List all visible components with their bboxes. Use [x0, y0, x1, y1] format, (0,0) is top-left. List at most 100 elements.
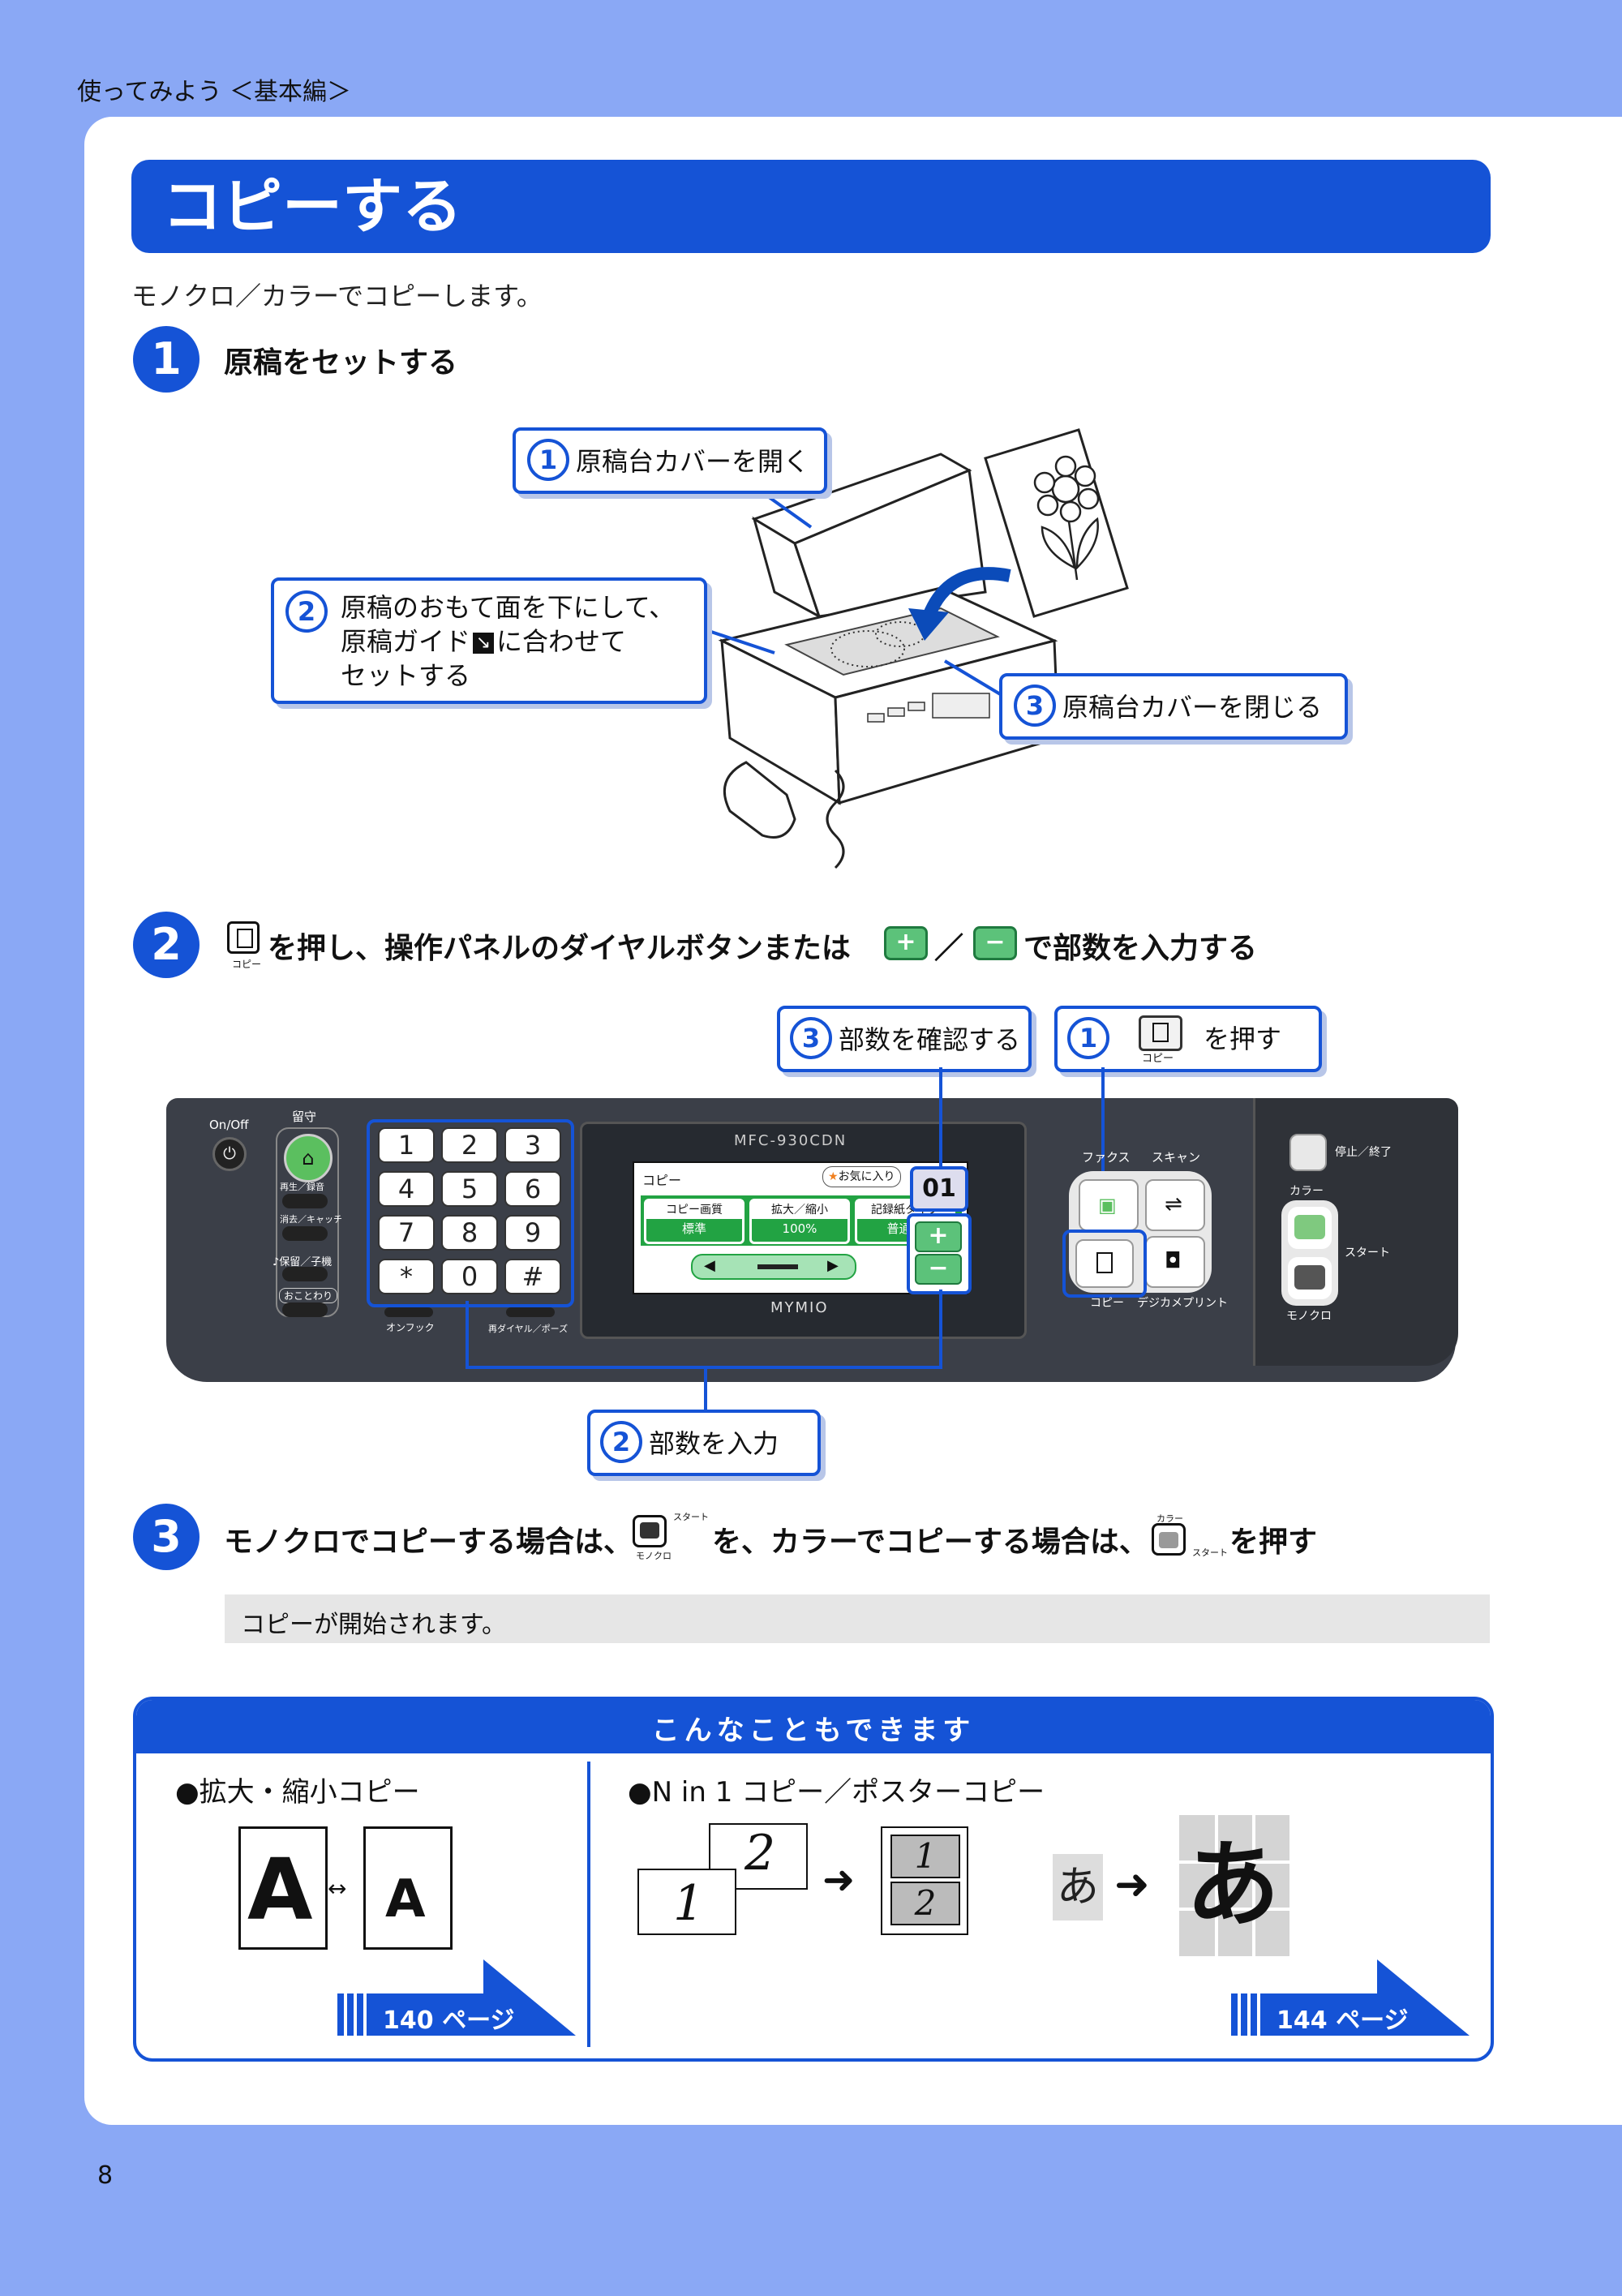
answering-mode-button[interactable]: ⌂ — [284, 1134, 333, 1182]
playback-label: 再生／録音 — [280, 1182, 324, 1192]
step-3-title-part2: を、カラーでコピーする場合は、 — [712, 1526, 1148, 1559]
lcd-option-value: 100% — [782, 1221, 817, 1236]
lcd-scroll-bar[interactable]: ◀ ▶ — [691, 1254, 856, 1280]
redial-button[interactable] — [506, 1307, 555, 1317]
keypad-key[interactable]: 4 — [378, 1171, 435, 1207]
section-label: 使ってみよう ＜基本編＞ — [77, 78, 352, 106]
scan-button[interactable]: ⇌ — [1145, 1179, 1205, 1231]
enlarge-reduce-title: ●拡大・縮小コピー — [175, 1776, 420, 1809]
on-off-label: On/Off — [209, 1118, 249, 1132]
keypad-key[interactable]: 1 — [378, 1127, 435, 1163]
keypad-key[interactable]: 8 — [441, 1215, 498, 1251]
scroll-indicator — [757, 1264, 798, 1269]
large-letter: A — [247, 1840, 313, 1939]
extras-header: こんなこともできます — [136, 1700, 1491, 1753]
nin1-poster-title: ●N in 1 コピー／ポスターコピー — [628, 1776, 1045, 1809]
callout-text: 部数を確認する — [839, 1024, 1021, 1055]
playback-button[interactable] — [282, 1194, 328, 1208]
color-caption: カラー — [1156, 1513, 1183, 1524]
keypad-key[interactable]: 0 — [441, 1259, 498, 1294]
plus-minus-group: + − — [907, 1213, 972, 1294]
callout-line-2a: 原稿ガイド — [341, 626, 471, 657]
large-page-icon: A — [238, 1826, 328, 1950]
step-3-title-part3: を押す — [1229, 1526, 1318, 1559]
page-title: コピーする — [162, 172, 462, 242]
lcd-option-label: 拡大／縮小 — [752, 1201, 847, 1219]
callout-line-2b: に合わせて — [496, 626, 627, 657]
step-3-title-part1: モノクロでコピーする場合は、 — [224, 1526, 633, 1559]
copies-display: 01 — [910, 1166, 968, 1212]
color-label: カラー — [1289, 1185, 1324, 1198]
scanner-icon: ⇌ — [1165, 1192, 1182, 1217]
step-2-callout-press-copy: 1 コピー を押す — [1054, 1006, 1322, 1072]
keypad-key[interactable]: 9 — [504, 1215, 561, 1251]
page-link-arrow-icon — [337, 1959, 576, 2036]
extras-heading: こんなこともできます — [651, 1714, 976, 1747]
right-arrow-icon: ➜ — [822, 1857, 856, 1903]
stop-button[interactable] — [1289, 1134, 1327, 1171]
callout-number: 2 — [285, 590, 328, 633]
keypad-key[interactable]: 7 — [378, 1215, 435, 1251]
result-page-2: 2 — [890, 1882, 960, 1925]
photo-capture-button[interactable]: ◘ — [1145, 1236, 1205, 1288]
hold-label: ♪保留／子機 — [272, 1256, 333, 1268]
poster-result-char: あ — [1186, 1830, 1280, 1940]
minus-button[interactable]: − — [915, 1254, 962, 1285]
mono-label: モノクロ — [1286, 1310, 1332, 1323]
lcd-option-button[interactable]: コピー画質標準 — [644, 1199, 744, 1244]
lcd-option-button[interactable]: 拡大／縮小 100% — [749, 1199, 850, 1244]
keypad-key[interactable]: 2 — [441, 1127, 498, 1163]
erase-label: 消去／キャッチ — [280, 1214, 342, 1225]
extras-divider — [587, 1762, 590, 2047]
lcd-option-label: コピー画質 — [646, 1201, 742, 1219]
poster-result-icon: あ — [1179, 1815, 1289, 1956]
mono-start-icon — [633, 1515, 667, 1547]
keypad-key[interactable]: * — [378, 1259, 435, 1294]
page-link-144[interactable]: 144 ページ — [1231, 1959, 1470, 2037]
page-2-number: 2 — [744, 1825, 776, 1882]
keypad-key[interactable]: 5 — [441, 1171, 498, 1207]
keypad-key[interactable]: # — [504, 1259, 561, 1294]
onhook-button[interactable] — [384, 1307, 433, 1317]
left-arrow-icon[interactable]: ◀ — [704, 1257, 715, 1274]
keypad-key[interactable]: 3 — [504, 1127, 561, 1163]
mono-start-caption: スタート — [673, 1512, 709, 1522]
power-button[interactable]: ⏻ — [212, 1137, 247, 1171]
page-link-arrow-icon — [1231, 1959, 1470, 2036]
right-arrow-icon[interactable]: ▶ — [827, 1257, 839, 1274]
copy-button[interactable] — [1075, 1239, 1134, 1288]
step-1-callout-set-document: 2 原稿のおもて面を下にして、 原稿ガイド↘に合わせて セットする — [271, 577, 707, 704]
page-number: 8 — [97, 2161, 114, 2190]
mono-start-button[interactable] — [1288, 1257, 1332, 1299]
callout-text: 原稿台カバーを開く — [576, 446, 810, 477]
favorite-button[interactable]: ★お気に入り — [822, 1166, 901, 1187]
reject-button[interactable] — [282, 1302, 328, 1317]
page-link-140[interactable]: 140 ページ — [337, 1959, 576, 2037]
step-2-pointer-lines — [466, 1067, 1105, 1410]
double-arrow-icon: ↔ — [328, 1875, 347, 1902]
step-1-badge: 1 — [133, 326, 200, 393]
page-1-icon: 1 — [637, 1869, 736, 1935]
fax-button[interactable]: ▣ — [1079, 1179, 1139, 1231]
erase-button[interactable] — [282, 1226, 328, 1241]
hold-button[interactable] — [282, 1267, 328, 1281]
callout-number: 1 — [527, 439, 569, 481]
poster-source-char: あ — [1053, 1854, 1103, 1920]
callout-text: を押す — [1204, 1024, 1282, 1054]
lcd-option-value: 標準 — [681, 1221, 706, 1236]
lcd-title: コピー — [642, 1173, 682, 1188]
copy-button-icon — [227, 921, 260, 954]
flower-document-icon — [984, 428, 1129, 618]
plus-button[interactable]: + — [915, 1221, 962, 1252]
copy-icon-caption: コピー — [1142, 1053, 1174, 1065]
color-start-button[interactable] — [1288, 1207, 1332, 1249]
copy-button-icon — [1139, 1015, 1182, 1051]
color-start-caption: スタート — [1192, 1547, 1228, 1558]
page-link-text: 144 ページ — [1277, 2006, 1409, 2035]
copy-icon-caption: コピー — [232, 959, 262, 970]
keypad-key[interactable]: 6 — [504, 1171, 561, 1207]
scan-label: スキャン — [1152, 1150, 1201, 1165]
